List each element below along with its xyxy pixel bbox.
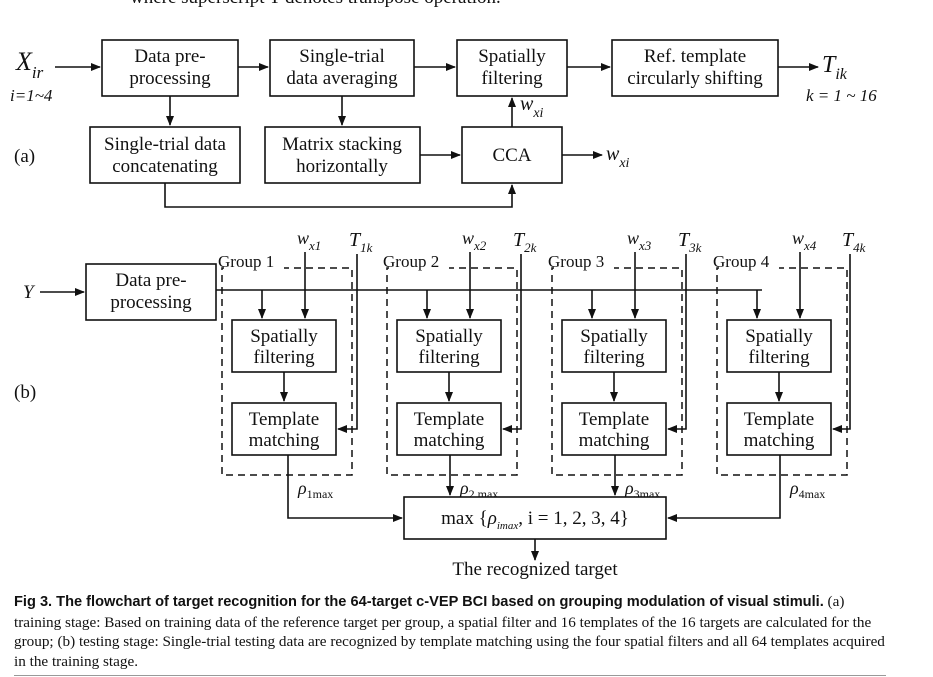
box-preprocess-a-l1: Data pre- — [134, 46, 205, 67]
group-4-filter-box — [726, 319, 832, 373]
box-max — [403, 496, 667, 540]
input-range: i=1~4 — [10, 86, 53, 105]
group-3-frame — [551, 267, 683, 476]
group-3-label: Group 3 — [548, 252, 604, 271]
group-2-match-l2: matching — [414, 430, 485, 451]
panel-a-label: (a) — [14, 146, 35, 167]
box-cca-label: CCA — [492, 145, 531, 166]
panel-b: (b) Y Data pre- processing Group 1 wx1 T1k… — [14, 228, 866, 580]
group-1-t-label: T1k — [349, 229, 373, 255]
caption-bold: Fig 3. The flowchart of target recogniti… — [14, 594, 824, 610]
group-3-filter-l2: filtering — [583, 347, 645, 368]
box-preprocess-a-l2: processing — [129, 68, 211, 89]
box-max-label: max {ρimax, i = 1, 2, 3, 4} — [441, 508, 629, 532]
flowchart-diagram: where superscript T denotes transpose op… — [10, 0, 877, 580]
group-4-match-l2: matching — [744, 430, 815, 451]
group-1-w-label: wx1 — [297, 228, 321, 253]
group-1-filter-box — [231, 319, 337, 373]
group-2-filter-l2: filtering — [418, 347, 480, 368]
figure-caption: Fig 3. The flowchart of target recogniti… — [14, 592, 894, 671]
group-3-match-box — [561, 402, 667, 456]
group-3-filter-l1: Spatially — [580, 326, 648, 347]
group-1-frame — [221, 267, 353, 476]
group-2-filter-l1: Spatially — [415, 326, 483, 347]
group-3-t-label: T3k — [678, 229, 702, 255]
group-1-t-arrow — [337, 254, 358, 433]
box-preprocess-b — [85, 263, 217, 321]
box-concatenating-l1: Single-trial data — [104, 134, 226, 155]
box-averaging — [269, 39, 415, 97]
panel-a: (a) Xir i=1~4 Data pre- processing Singl… — [10, 39, 877, 208]
weight-up-label: wxi — [520, 93, 544, 121]
group-3-label-bg — [554, 252, 614, 272]
box-spatial-a-l1: Spatially — [478, 46, 546, 67]
panel-b-label: (b) — [14, 382, 36, 403]
group-2-match-box — [396, 402, 502, 456]
weight-out-label: wxi — [606, 143, 630, 171]
input-x-label: Xir — [15, 47, 44, 82]
group-1-filter-l2: filtering — [253, 347, 315, 368]
group-2-label: Group 2 — [383, 252, 439, 271]
box-ref-template — [611, 39, 779, 97]
group-3-t-arrow — [667, 254, 687, 433]
group-3-filter-box — [561, 319, 667, 373]
group-2-frame — [386, 267, 518, 476]
group-4-w-label: wx4 — [792, 228, 817, 253]
group-2-t-label: T2k — [513, 229, 537, 255]
input-y-label: Y — [23, 282, 36, 303]
group-2-match-l1: Template — [414, 409, 484, 430]
group-4-label: Group 4 — [713, 252, 770, 271]
box-ref-template-l1: Ref. template — [644, 46, 746, 67]
box-preprocess-b-l2: processing — [110, 292, 192, 313]
group-3: Group 3 wx3 T3kSpatiallyfilteringTemplatem… — [548, 228, 702, 501]
group-4: Group 4 wx4 T4kSpatiallyfilteringTemplatem… — [713, 228, 866, 501]
box-concatenating-l2: concatenating — [112, 156, 218, 177]
group-1-match-l1: Template — [249, 409, 319, 430]
group-3-match-l1: Template — [579, 409, 649, 430]
group-3-w-label: wx3 — [627, 228, 652, 253]
group-3-match-l2: matching — [579, 430, 650, 451]
group-2-label-bg — [389, 252, 449, 272]
group-4-match-l1: Template — [744, 409, 814, 430]
group-4-t-label: T4k — [842, 229, 866, 255]
group-4-label-bg — [719, 252, 779, 272]
arrow-concat-cca — [164, 183, 516, 208]
group-1-filter-l1: Spatially — [250, 326, 318, 347]
group-4-t-arrow — [832, 254, 851, 433]
box-stacking-l2: horizontally — [296, 156, 388, 177]
top-cut-text: where superscript T denotes transpose op… — [130, 0, 501, 8]
group-4-match-box — [726, 402, 832, 456]
group-4-filter-l2: filtering — [748, 347, 810, 368]
box-spatial-a-l2: filtering — [481, 68, 543, 89]
group-1-label: Group 1 — [218, 252, 274, 271]
box-ref-template-l2: circularly shifting — [627, 68, 763, 89]
box-cca — [461, 126, 563, 184]
box-averaging-l2: data averaging — [286, 68, 398, 89]
box-spatial-a — [456, 39, 568, 97]
group-2-t-arrow — [502, 254, 522, 433]
group-4-filter-l1: Spatially — [745, 326, 813, 347]
group-1-rho-arrow — [287, 455, 403, 522]
group-4-rho-arrow — [667, 455, 781, 522]
output-t-label: Tik — [822, 52, 848, 83]
group-4-rho-label: ρ4max — [789, 478, 825, 501]
group-2: Group 2 wx2 T2kSpatiallyfilteringTemplatem… — [383, 228, 537, 501]
group-1-match-l2: matching — [249, 430, 320, 451]
group-1-label-bg — [224, 252, 284, 272]
result-label: The recognized target — [452, 559, 618, 580]
caption-rule — [14, 675, 886, 676]
group-1: Group 1 wx1 T1kSpatiallyfilteringTemplatem… — [218, 228, 373, 501]
caption-text: (a) training stage: Based on training da… — [14, 593, 885, 670]
group-1-match-box — [231, 402, 337, 456]
group-2-w-label: wx2 — [462, 228, 487, 253]
box-preprocess-b-l1: Data pre- — [115, 270, 186, 291]
group-1-rho-label: ρ1max — [297, 478, 333, 501]
output-range: k = 1 ~ 16 — [806, 86, 877, 105]
box-stacking-l1: Matrix stacking — [282, 134, 402, 155]
group-2-filter-box — [396, 319, 502, 373]
group-4-frame — [716, 267, 848, 476]
box-concatenating — [89, 126, 241, 184]
box-averaging-l1: Single-trial — [299, 46, 384, 67]
